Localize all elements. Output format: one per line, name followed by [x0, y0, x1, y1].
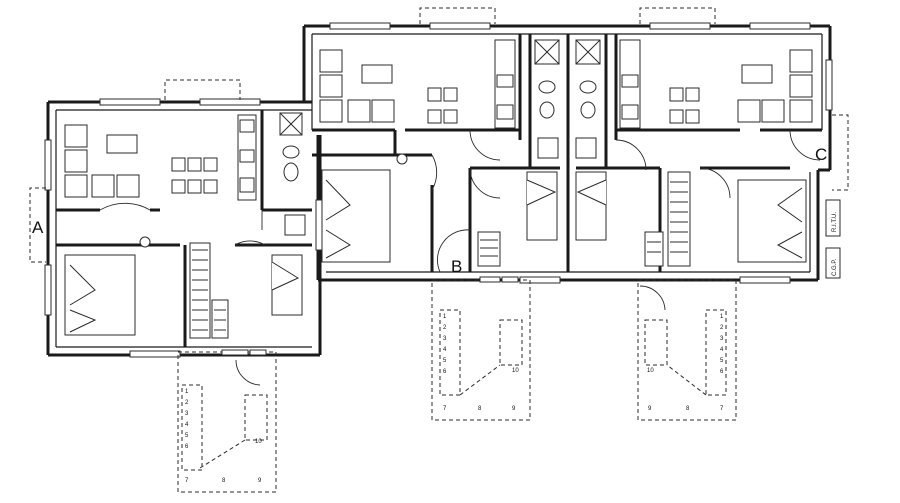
interior-walls — [56, 34, 822, 347]
step-number: 7 — [185, 478, 189, 484]
step-number: 4 — [443, 347, 447, 353]
step-number: 7 — [720, 406, 724, 412]
step-number: 3 — [720, 336, 724, 342]
step-number: 1 — [720, 314, 724, 320]
step-number: 8 — [686, 406, 690, 412]
stair-b-steps: 1 2 3 4 5 6 7 8 9 10 — [443, 314, 519, 412]
outer-walls — [46, 24, 832, 357]
step-number: 2 — [720, 325, 724, 331]
step-number: 9 — [258, 478, 262, 484]
step-number: 2 — [185, 400, 189, 406]
windows — [44, 22, 833, 358]
unit-label-a: A — [32, 218, 44, 237]
step-number: 8 — [478, 406, 482, 412]
step-number: 8 — [222, 478, 226, 484]
step-number: 6 — [185, 444, 189, 450]
unit-b-furniture — [319, 39, 560, 273]
step-number: 2 — [443, 325, 447, 331]
step-number: 10 — [255, 439, 262, 445]
stair-a-steps: 1 2 3 4 5 6 7 8 9 10 — [185, 389, 262, 484]
step-number: 5 — [443, 358, 447, 364]
unit-label-b: B — [451, 257, 462, 276]
step-number: 6 — [720, 369, 724, 375]
stair-a — [177, 349, 277, 493]
step-number: 6 — [443, 369, 447, 375]
step-number: 7 — [443, 406, 447, 412]
stair-c-steps: 1 2 3 4 5 6 7 8 9 10 — [647, 314, 724, 412]
step-number: 4 — [720, 347, 724, 353]
ritu-label: R.I.T.U. — [832, 212, 838, 232]
step-number: 1 — [443, 314, 447, 320]
step-number: 9 — [648, 406, 652, 412]
step-number: 5 — [720, 358, 724, 364]
cgp-label: C.G.P. — [832, 258, 838, 276]
balconies — [29, 7, 849, 263]
step-number: 9 — [512, 406, 516, 412]
step-number: 3 — [185, 411, 189, 417]
step-number: 5 — [185, 433, 189, 439]
step-number: 10 — [647, 368, 654, 374]
step-number: 4 — [185, 422, 189, 428]
unit-c-furniture — [575, 39, 841, 279]
stair-b — [431, 276, 531, 421]
step-number: 3 — [443, 336, 447, 342]
step-number: 10 — [512, 368, 519, 374]
unit-label-c: C — [815, 145, 827, 164]
step-number: 1 — [185, 389, 189, 395]
unit-a-furniture — [64, 112, 306, 339]
stair-c — [637, 279, 737, 421]
